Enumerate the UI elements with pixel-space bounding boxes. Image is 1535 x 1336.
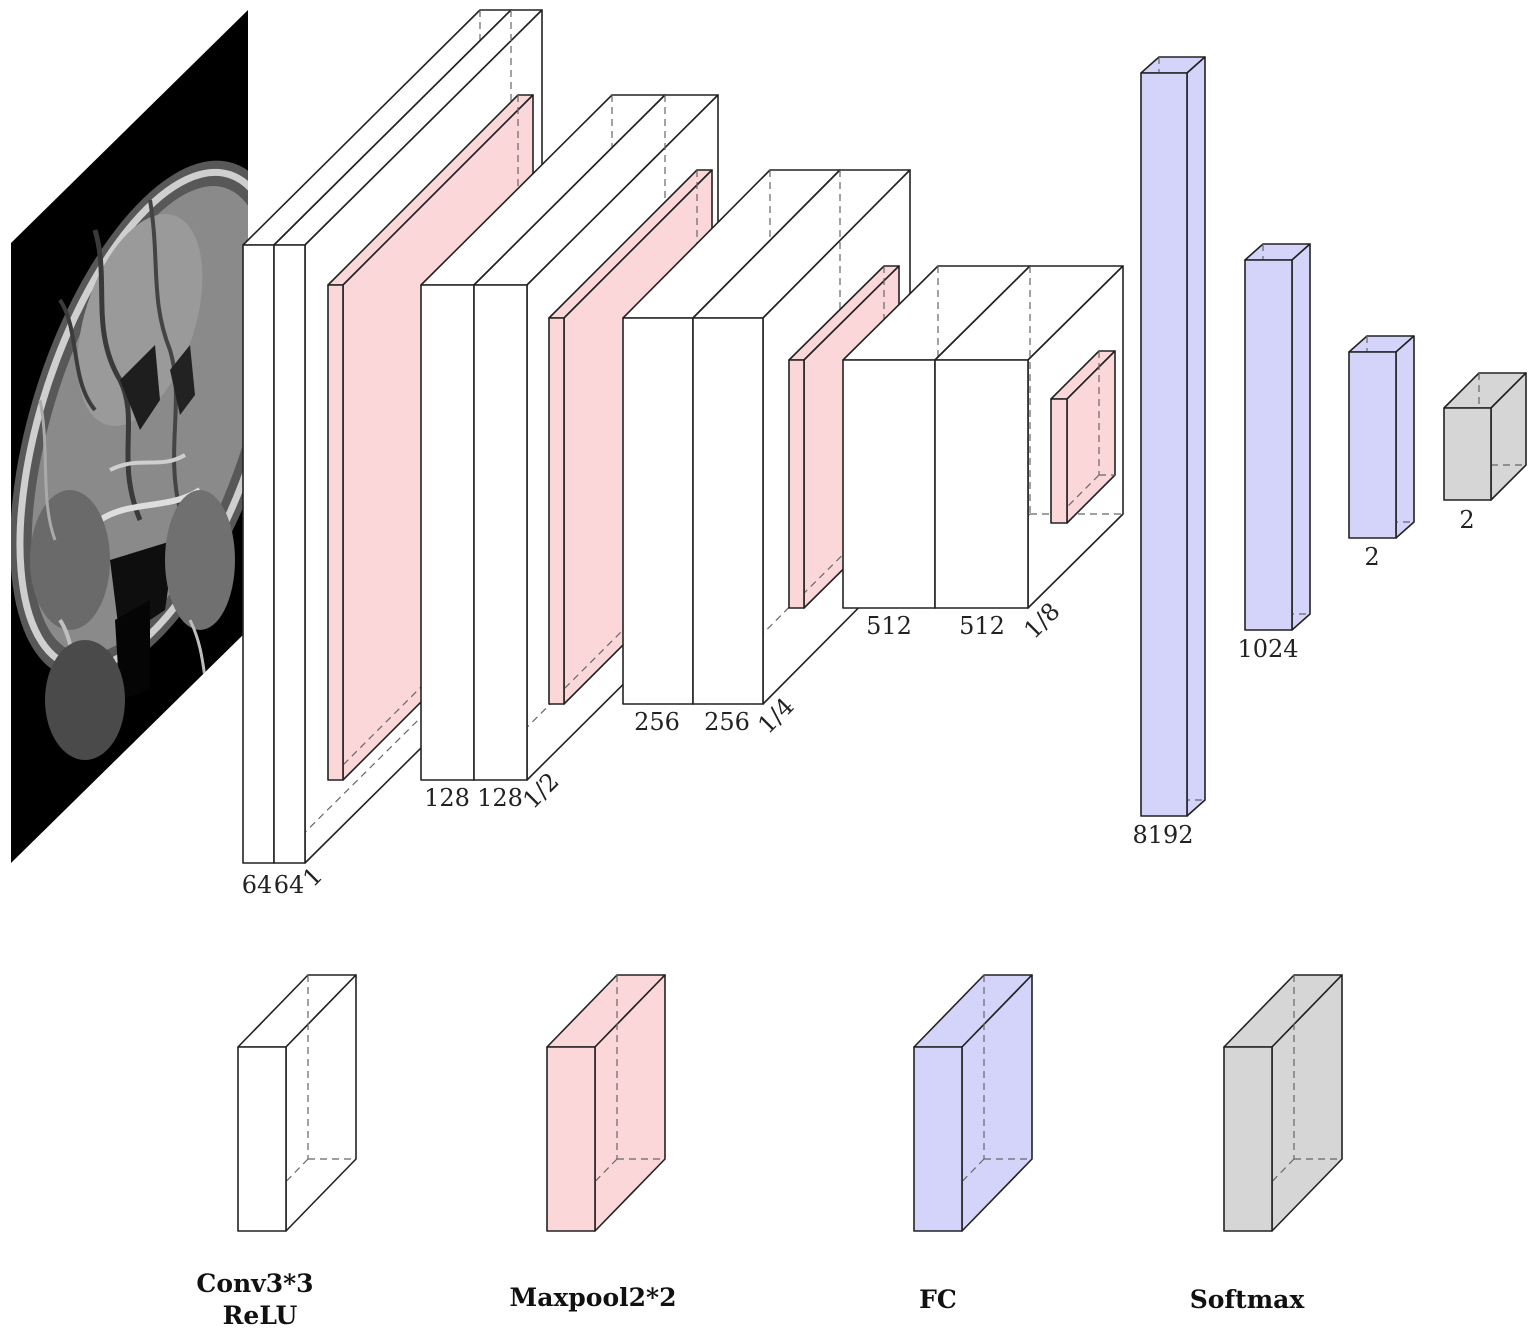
softmax-layer (1443, 372, 1527, 501)
fc-layer-2 (1348, 335, 1415, 539)
block3-channel-label-1: 256 (634, 708, 680, 736)
legend-conv-swatch (237, 974, 357, 1232)
block4-channel-label-1: 512 (866, 612, 912, 640)
legend-softmax-swatch (1223, 974, 1343, 1232)
legend-fc-label: FC (919, 1285, 957, 1314)
block3-channel-label-2: 256 (704, 708, 750, 736)
block2-channel-label-1: 128 (424, 784, 470, 812)
softmax-size-label: 2 (1459, 506, 1474, 534)
block1-channel-label-2: 64 (274, 871, 305, 899)
legend-fc-swatch (913, 974, 1033, 1232)
block4-pool-layer (1050, 350, 1116, 524)
block2-channel-label-2: 128 (477, 784, 523, 812)
block1-channel-label-1: 64 (242, 871, 273, 899)
fc-layer-8192 (1140, 56, 1206, 817)
fc1-size-label: 8192 (1132, 821, 1193, 849)
legend-conv-label-line2: ReLU (223, 1301, 298, 1330)
legend-conv-label-line1: Conv3*3 (196, 1269, 313, 1298)
fc2-size-label: 1024 (1237, 635, 1298, 663)
fc3-size-label: 2 (1364, 543, 1379, 571)
legend-pool-label: Maxpool2*2 (510, 1283, 677, 1312)
legend: Conv3*3 ReLU Maxpool2*2 FC Softmax (196, 1269, 1305, 1330)
fc-layer-1024 (1244, 243, 1311, 631)
block4-channel-label-2: 512 (959, 612, 1005, 640)
legend-softmax-label: Softmax (1190, 1285, 1306, 1314)
layer-blocks (237, 9, 1527, 1232)
legend-pool-swatch (546, 974, 666, 1232)
